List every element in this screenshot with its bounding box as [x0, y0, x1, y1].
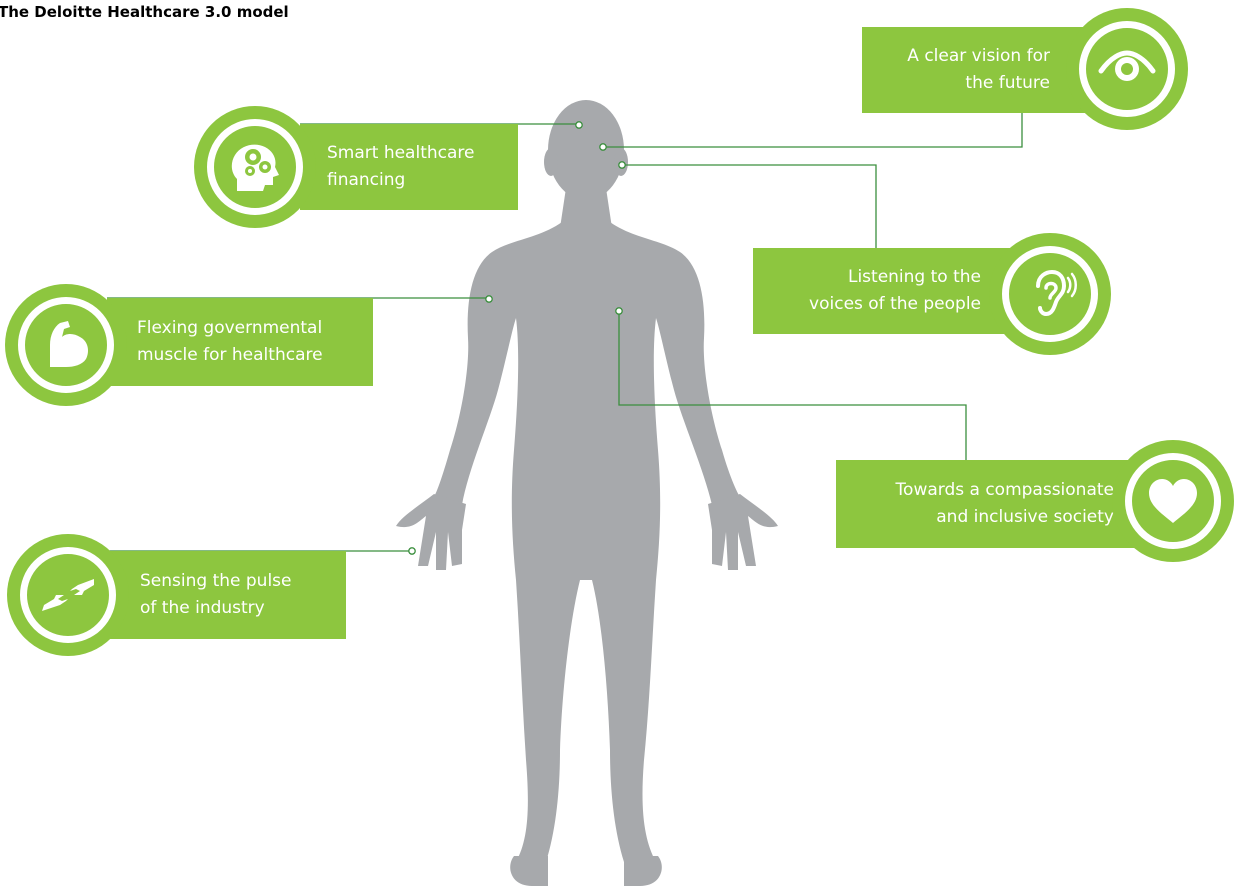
- endpoint-eye: [599, 143, 607, 151]
- pillar-label-line: Flexing governmental: [137, 318, 323, 338]
- pillar-box-society: Towards a compassionate and inclusive so…: [836, 460, 1136, 548]
- pillar-label-line: muscle for healthcare: [137, 345, 323, 365]
- pillar-badge-pulse: [7, 534, 129, 656]
- pillar-label-line: A clear vision for: [907, 46, 1050, 66]
- pillar-label-line: Sensing the pulse: [140, 571, 292, 591]
- connector-endpoints: [408, 121, 626, 555]
- pillar-label-line: and inclusive society: [936, 507, 1114, 527]
- pillar-box-vision: A clear vision for the future: [862, 27, 1102, 113]
- pillar-badge-voices: [989, 233, 1111, 355]
- endpoint-heart: [615, 307, 623, 315]
- pillar-badge-society: [1112, 440, 1234, 562]
- touching-hands-icon: [42, 579, 94, 611]
- pillar-badge-muscle: [5, 284, 127, 406]
- pillar-label-line: the future: [965, 73, 1050, 93]
- pillar-label-line: Towards a compassionate: [895, 480, 1114, 500]
- pillar-label-line: of the industry: [140, 598, 265, 618]
- pillar-box-financing: Smart healthcare financing: [300, 124, 518, 210]
- connector-vision: [603, 113, 1023, 148]
- endpoint-hand: [408, 547, 416, 555]
- pillar-label-line: Listening to the: [847, 267, 981, 287]
- pillar-label-line: voices of the people: [809, 294, 981, 314]
- human-figure: [396, 100, 778, 886]
- flexed-arm-icon: [50, 321, 88, 367]
- brain-gears-icon: [231, 144, 279, 191]
- connector-society: [618, 311, 967, 460]
- pillar-label-line: financing: [327, 170, 406, 190]
- heart-icon: [1149, 479, 1197, 523]
- pillar-badge-vision: [1066, 8, 1188, 130]
- pillar-box-muscle: Flexing governmental muscle for healthca…: [107, 298, 373, 386]
- ear-icon: [1036, 269, 1077, 317]
- pillar-badge-financing: [194, 106, 316, 228]
- eye-icon: [1098, 50, 1156, 81]
- endpoint-ear: [618, 161, 626, 169]
- pillar-label-line: Smart healthcare: [327, 143, 475, 163]
- pillar-box-pulse: Sensing the pulse of the industry: [100, 551, 346, 639]
- endpoint-shoulder: [485, 295, 493, 303]
- connector-voices: [622, 164, 877, 248]
- diagram-title: The Deloitte Healthcare 3.0 model: [0, 3, 289, 21]
- pillar-box-voices: Listening to the voices of the people: [753, 248, 1013, 334]
- endpoint-head: [575, 121, 583, 129]
